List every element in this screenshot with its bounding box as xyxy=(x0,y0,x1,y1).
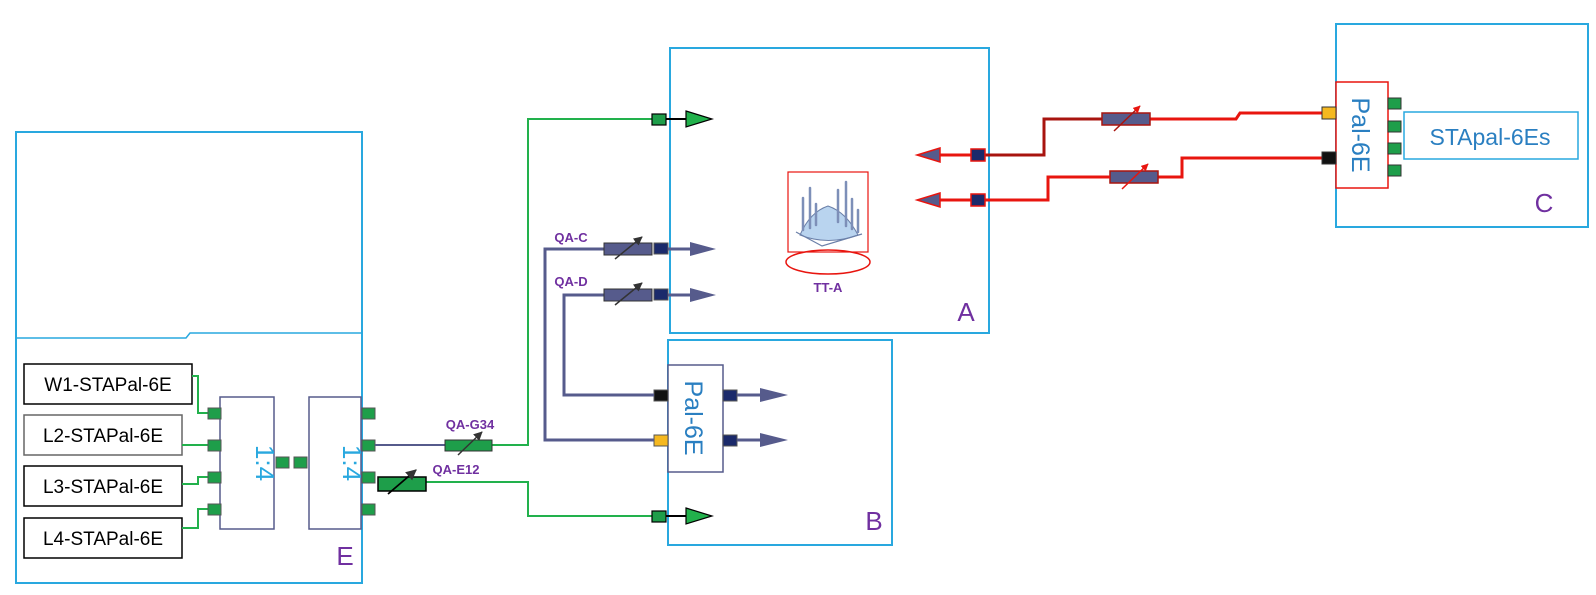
pal-6e-c: Pal-6E xyxy=(1335,81,1389,189)
panel-b-label: B xyxy=(865,506,882,536)
attenuator-qa-d: QA-D xyxy=(554,274,716,306)
attenuator-qa-g34: QA-G34 xyxy=(444,417,495,456)
qa-g34-label: QA-G34 xyxy=(446,417,495,432)
target-icon xyxy=(795,180,863,247)
laser-l3-label: L3-STAPal-6E xyxy=(43,477,163,498)
fiber-qa-g34 xyxy=(375,118,652,446)
panel-c-label: C xyxy=(1535,188,1554,218)
stapal-6es-c: STApal-6Es xyxy=(1403,111,1579,160)
pal-6e-b: Pal-6E xyxy=(667,364,724,473)
fiber-qa-d xyxy=(562,293,654,397)
pal-6e-c-ports xyxy=(1321,97,1402,177)
stapal-6es-c-label: STApal-6Es xyxy=(1429,124,1550,150)
green-output-a xyxy=(651,110,715,128)
pal-6e-c-label: Pal-6E xyxy=(1346,97,1374,172)
qa-d-label: QA-D xyxy=(554,274,587,289)
red-fiber-upper xyxy=(914,105,1322,164)
fiber-qa-c xyxy=(543,247,654,442)
panel-e-label: E xyxy=(336,541,353,571)
attenuator-qa-e12: QA-E12 xyxy=(377,462,480,495)
laser-w1-label: W1-STAPal-6E xyxy=(44,375,171,396)
qa-c-label: QA-C xyxy=(554,230,588,245)
laser-l2: L2-STAPal-6E xyxy=(23,414,183,456)
splitter-ports xyxy=(207,407,376,516)
laser-l4: L4-STAPal-6E xyxy=(23,517,183,559)
splitter-1-label: 1:4 xyxy=(250,445,280,481)
red-fiber-lower xyxy=(914,156,1322,209)
pal-6e-b-label: Pal-6E xyxy=(679,380,707,455)
qa-e12-label: QA-E12 xyxy=(433,462,480,477)
panel-a-label: A xyxy=(957,297,975,327)
target-tt-a: TT-A xyxy=(785,171,871,295)
tt-a-label: TT-A xyxy=(814,280,843,295)
splitter-2: 1:4 xyxy=(308,396,367,530)
laser-fibers xyxy=(182,375,209,529)
attenuator-qa-c: QA-C xyxy=(554,230,716,260)
green-output-b xyxy=(651,507,715,525)
splitter-1: 1:4 xyxy=(219,396,280,530)
fiber-qa-e12 xyxy=(426,481,652,517)
laser-w1: W1-STAPal-6E xyxy=(23,363,193,405)
panel-a: A xyxy=(669,47,990,334)
laser-l2-label: L2-STAPal-6E xyxy=(43,426,163,447)
laser-l3: L3-STAPal-6E xyxy=(23,465,183,507)
laser-l4-label: L4-STAPal-6E xyxy=(43,529,163,550)
panel-e: E xyxy=(15,131,363,584)
pal-6e-b-outputs xyxy=(737,388,788,447)
